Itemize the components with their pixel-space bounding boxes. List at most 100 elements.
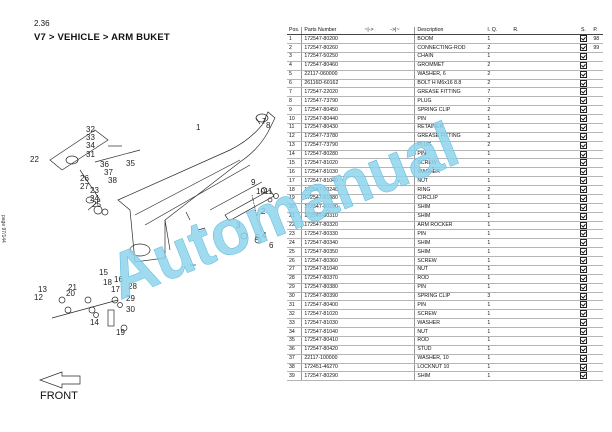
row-select[interactable]: [575, 185, 592, 195]
row-checkbox[interactable]: [579, 274, 587, 282]
row-checkbox[interactable]: [579, 177, 587, 185]
row-select[interactable]: [575, 114, 592, 124]
row-checkbox[interactable]: [579, 70, 587, 78]
row-checkbox[interactable]: [579, 52, 587, 60]
row-select[interactable]: [575, 318, 592, 329]
row-checkbox[interactable]: [579, 168, 587, 176]
row-checkbox[interactable]: [579, 106, 587, 114]
row-page-ref[interactable]: [591, 114, 604, 124]
row-checkbox[interactable]: [579, 141, 587, 149]
row-page-ref[interactable]: [591, 203, 604, 213]
row-checkbox[interactable]: [579, 123, 587, 131]
row-select[interactable]: [575, 132, 592, 142]
row-checkbox[interactable]: [579, 283, 587, 291]
row-select[interactable]: [575, 79, 592, 89]
row-select[interactable]: [575, 203, 592, 213]
row-select[interactable]: [575, 123, 592, 133]
row-page-ref[interactable]: [591, 61, 604, 71]
row-checkbox[interactable]: [579, 345, 587, 353]
row-select[interactable]: [575, 247, 592, 258]
row-page-ref[interactable]: [591, 327, 604, 337]
row-page-ref[interactable]: [591, 176, 604, 187]
row-checkbox[interactable]: [579, 239, 587, 247]
row-page-ref[interactable]: [591, 221, 604, 231]
row-page-ref[interactable]: [591, 105, 604, 116]
row-select[interactable]: [575, 283, 592, 293]
row-select[interactable]: [575, 61, 592, 71]
row-page-ref[interactable]: [591, 229, 604, 240]
row-page-ref[interactable]: [591, 212, 604, 222]
row-page-ref[interactable]: [591, 336, 604, 346]
row-page-ref[interactable]: [591, 283, 604, 293]
row-checkbox[interactable]: [579, 150, 587, 158]
row-select[interactable]: [575, 363, 592, 373]
row-select[interactable]: [575, 221, 592, 231]
row-select[interactable]: [575, 265, 592, 275]
row-checkbox[interactable]: [579, 336, 587, 344]
row-select[interactable]: [575, 371, 592, 382]
row-checkbox[interactable]: [579, 301, 587, 309]
row-select[interactable]: [575, 300, 592, 311]
row-checkbox[interactable]: [579, 328, 587, 336]
row-page-ref[interactable]: [591, 79, 604, 89]
row-checkbox[interactable]: [579, 79, 587, 87]
row-select[interactable]: [575, 141, 592, 151]
row-select[interactable]: [575, 309, 592, 320]
row-page-ref[interactable]: [591, 96, 604, 107]
row-select[interactable]: [575, 96, 592, 107]
row-select[interactable]: [575, 229, 592, 240]
row-checkbox[interactable]: [579, 310, 587, 318]
row-checkbox[interactable]: [579, 265, 587, 273]
row-checkbox[interactable]: [579, 44, 587, 52]
row-checkbox[interactable]: [579, 212, 587, 220]
row-checkbox[interactable]: [579, 186, 587, 194]
row-select[interactable]: [575, 354, 592, 364]
row-select[interactable]: [575, 256, 592, 266]
row-page-ref[interactable]: [591, 238, 604, 249]
row-select[interactable]: [575, 327, 592, 337]
row-select[interactable]: [575, 158, 592, 169]
row-checkbox[interactable]: [579, 221, 587, 229]
row-page-ref[interactable]: [591, 345, 604, 355]
row-select[interactable]: [575, 238, 592, 249]
row-page-ref[interactable]: [591, 318, 604, 329]
row-page-ref[interactable]: [591, 363, 604, 373]
row-page-ref[interactable]: [591, 300, 604, 311]
row-page-ref[interactable]: [591, 132, 604, 142]
row-checkbox[interactable]: [579, 88, 587, 96]
row-checkbox[interactable]: [579, 292, 587, 300]
row-page-ref[interactable]: [591, 70, 604, 80]
row-select[interactable]: [575, 176, 592, 187]
row-page-ref[interactable]: [591, 194, 604, 204]
row-page-ref[interactable]: [591, 371, 604, 382]
row-checkbox[interactable]: [579, 115, 587, 123]
row-select[interactable]: [575, 345, 592, 355]
row-page-ref[interactable]: 99: [591, 43, 604, 53]
row-select[interactable]: [575, 212, 592, 222]
row-checkbox[interactable]: [579, 230, 587, 238]
row-page-ref[interactable]: [591, 158, 604, 169]
row-checkbox[interactable]: [579, 363, 587, 371]
row-checkbox[interactable]: [579, 159, 587, 167]
row-page-ref[interactable]: [591, 141, 604, 151]
row-select[interactable]: [575, 167, 592, 178]
row-page-ref[interactable]: [591, 52, 604, 62]
row-checkbox[interactable]: [579, 132, 587, 140]
row-select[interactable]: [575, 150, 592, 160]
row-page-ref[interactable]: [591, 167, 604, 178]
row-select[interactable]: [575, 105, 592, 116]
row-page-ref[interactable]: [591, 185, 604, 195]
row-select[interactable]: [575, 194, 592, 204]
row-checkbox[interactable]: [579, 354, 587, 362]
row-select[interactable]: [575, 87, 592, 98]
row-checkbox[interactable]: [579, 372, 587, 380]
row-checkbox[interactable]: [579, 194, 587, 202]
row-page-ref[interactable]: [591, 256, 604, 266]
row-checkbox[interactable]: [579, 203, 587, 211]
row-page-ref[interactable]: [591, 309, 604, 320]
row-checkbox[interactable]: [579, 35, 587, 43]
row-page-ref[interactable]: [591, 87, 604, 98]
row-page-ref[interactable]: [591, 354, 604, 364]
row-select[interactable]: [575, 52, 592, 62]
row-page-ref[interactable]: 98: [591, 34, 604, 45]
